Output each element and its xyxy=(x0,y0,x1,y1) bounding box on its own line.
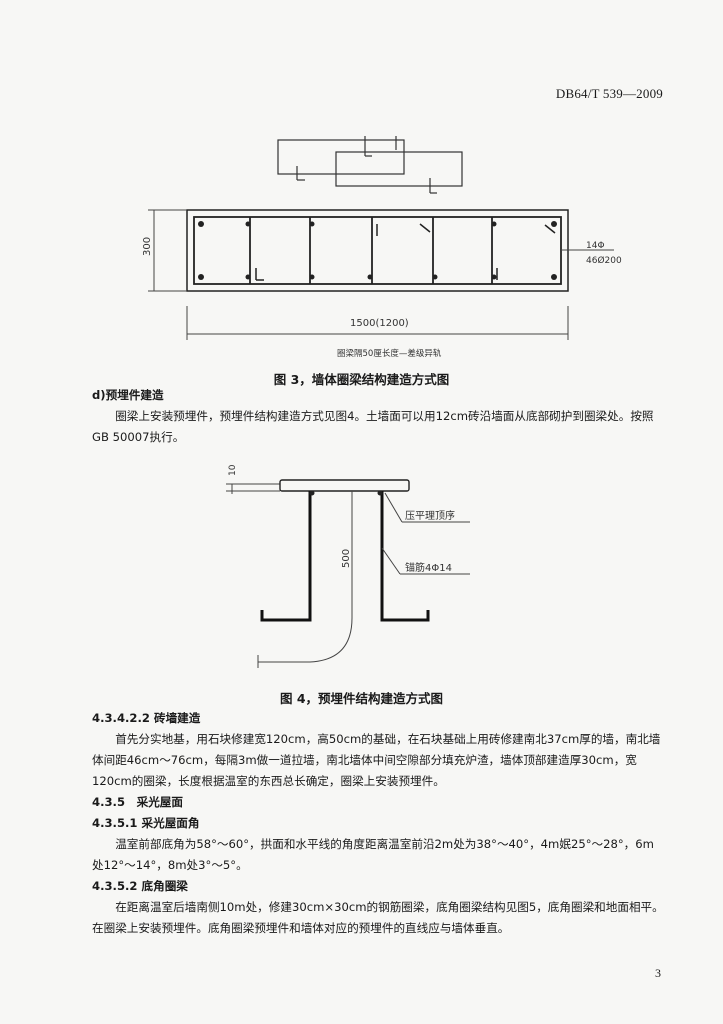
dimension-500 xyxy=(257,491,353,668)
section-4351-heading: 4.3.5.1 采光屋面角 xyxy=(92,816,200,830)
section-435-heading: 4.3.5 采光屋面 xyxy=(92,795,183,809)
section-d-paragraph: 圈梁上安装预埋件，预埋件结构建造方式见图4。土墙面可以用12cm砖沿墙面从底部砌… xyxy=(92,409,654,444)
fig4-label-rebar: 锚筋4Φ14 xyxy=(405,561,452,574)
dim-width-label: 1500(1200) xyxy=(350,318,409,329)
figure-3-note: 圈梁隔50厘长度—差级异轨 xyxy=(337,348,442,359)
dim-rebar-label-2: 46Ø200 xyxy=(586,255,622,266)
page-number: 3 xyxy=(655,966,661,980)
figure-3-caption: 图 3，墙体圈梁结构建造方式图 xyxy=(273,372,450,387)
section-4351-paragraph: 温室前部底角为58°～60°，拱面和水平线的角度距离温室前沿2m处为38°～40… xyxy=(92,837,654,872)
section-43422-heading: 4.3.4.2.2 砖墙建造 xyxy=(92,711,201,725)
standard-code: DB64/T 539—2009 xyxy=(555,86,663,101)
section-4352-paragraph: 在距离温室后墙南侧10m处，修建30cm×30cm的钢筋圈梁，底角圈梁结构见图5… xyxy=(92,900,664,935)
figure-4-caption: 图 4，预埋件结构建造方式图 xyxy=(279,691,444,706)
beam-section xyxy=(186,209,569,292)
fig4-label-plate: 压平理顶序 xyxy=(405,509,455,522)
stirrup-detail xyxy=(277,136,463,194)
fig4-dim-top: 10 xyxy=(228,464,238,476)
section-4352-heading: 4.3.5.2 底角圈梁 xyxy=(92,879,188,893)
height-dimension xyxy=(148,209,187,292)
section-d-heading: d)预埋件建造 xyxy=(92,388,164,402)
rebar-dots xyxy=(198,221,557,280)
figure-3-diagram: 300 14Φ 46Ø200 1500(1200) 圈梁隔50厘长度—差级异轨 xyxy=(142,136,622,359)
embedded-plate xyxy=(279,479,410,492)
fig4-dim-height: 500 xyxy=(341,549,352,568)
width-dimension xyxy=(186,306,569,340)
figure-4-diagram: 10 500 压平理顶序 锚筋4Φ14 xyxy=(226,464,470,668)
dim-rebar-label-1: 14Φ xyxy=(586,241,605,251)
section-43422-paragraph: 首先分实地基，用石块修建宽120cm，高50cm的基础，在石块基础上用砖修建南北… xyxy=(92,732,661,788)
anchor-bars xyxy=(260,491,430,622)
dim-height-label: 300 xyxy=(142,237,153,256)
